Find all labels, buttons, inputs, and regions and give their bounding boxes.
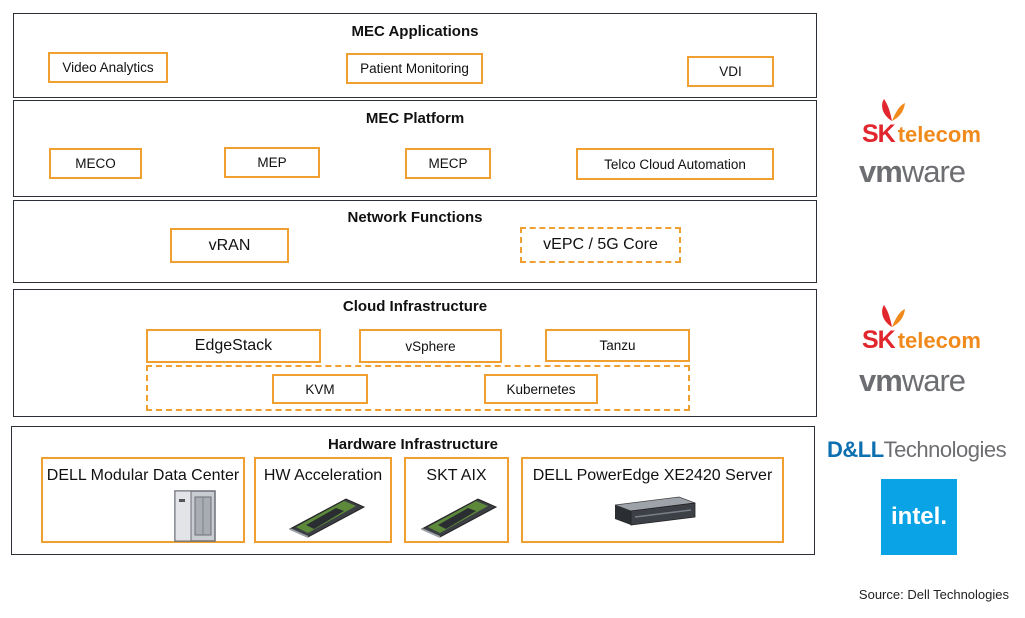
hw-label: SKT AIX xyxy=(426,467,487,484)
sk-butterfly-icon xyxy=(882,99,905,121)
sk-logo-word: telecom xyxy=(897,328,981,353)
sk-logo-mark: SK xyxy=(862,326,896,354)
box-kvm: KVM xyxy=(272,374,368,404)
box-mecp: MECP xyxy=(405,148,491,179)
dell-technologies-logo: D&LLTechnologies xyxy=(827,437,1007,463)
hw-label: DELL Modular Data Center xyxy=(46,467,240,484)
vmware-logo-ware: ware xyxy=(901,154,966,189)
box-meco: MECO xyxy=(49,148,142,179)
intel-logo: intel. xyxy=(881,479,957,555)
sk-logo-mark: SK xyxy=(862,120,896,148)
open-source-group xyxy=(146,365,690,411)
box-kubernetes: Kubernetes xyxy=(484,374,598,404)
server-image xyxy=(614,496,696,526)
layer-title: Hardware Infrastructure xyxy=(327,436,499,453)
layer-title: MEC Applications xyxy=(351,23,479,40)
vmware-logo: vmware xyxy=(859,154,966,190)
box-vran: vRAN xyxy=(170,228,289,263)
sk-telecom-logo: SK telecom xyxy=(862,120,981,149)
hw-dell-modular-data-center: DELL Modular Data Center xyxy=(41,457,245,543)
aix-card-image xyxy=(420,498,498,538)
layer-title: MEC Platform xyxy=(365,110,465,127)
layer-mec-platform: MEC Platform xyxy=(13,100,817,197)
box-vsphere: vSphere xyxy=(359,329,502,363)
hw-dell-poweredge-xe2420: DELL PowerEdge XE2420 Server xyxy=(521,457,784,543)
accelerator-card-image xyxy=(288,498,366,538)
source-caption: Source: Dell Technologies xyxy=(858,587,1009,602)
hw-acceleration: HW Acceleration xyxy=(254,457,392,543)
box-video-analytics: Video Analytics xyxy=(48,52,168,83)
box-mep: MEP xyxy=(224,147,320,178)
box-tanzu: Tanzu xyxy=(545,329,690,362)
vmware-logo-vm: vm xyxy=(859,363,903,398)
sk-telecom-logo: SK telecom xyxy=(862,326,981,355)
box-edgestack: EdgeStack xyxy=(146,329,321,363)
hw-label: HW Acceleration xyxy=(263,467,383,484)
hw-label: DELL PowerEdge XE2420 Server xyxy=(532,467,773,484)
layer-network-functions: Network Functions xyxy=(13,200,817,283)
vmware-logo-ware: ware xyxy=(901,363,966,398)
layer-mec-applications: MEC Applications xyxy=(13,13,817,98)
dell-logo-mark: D&LL xyxy=(827,437,884,462)
box-telco-cloud-automation: Telco Cloud Automation xyxy=(576,148,774,180)
hw-skt-aix: SKT AIX xyxy=(404,457,509,543)
dell-logo-word: Technologies xyxy=(883,437,1007,462)
layer-title: Network Functions xyxy=(347,209,483,226)
sk-butterfly-icon xyxy=(882,305,905,327)
box-vdi: VDI xyxy=(687,56,774,87)
box-patient-monitoring: Patient Monitoring xyxy=(346,53,483,84)
layer-cloud-infrastructure: Cloud Infrastructure xyxy=(13,289,817,417)
modular-data-center-image xyxy=(174,490,216,542)
layer-title: Cloud Infrastructure xyxy=(342,298,488,315)
box-vepc-5g-core: vEPC / 5G Core xyxy=(520,227,681,263)
vmware-logo: vmware xyxy=(859,363,966,399)
vmware-logo-vm: vm xyxy=(859,154,903,189)
layer-hardware-infrastructure: Hardware Infrastructure xyxy=(11,426,815,555)
sk-logo-word: telecom xyxy=(897,122,981,147)
